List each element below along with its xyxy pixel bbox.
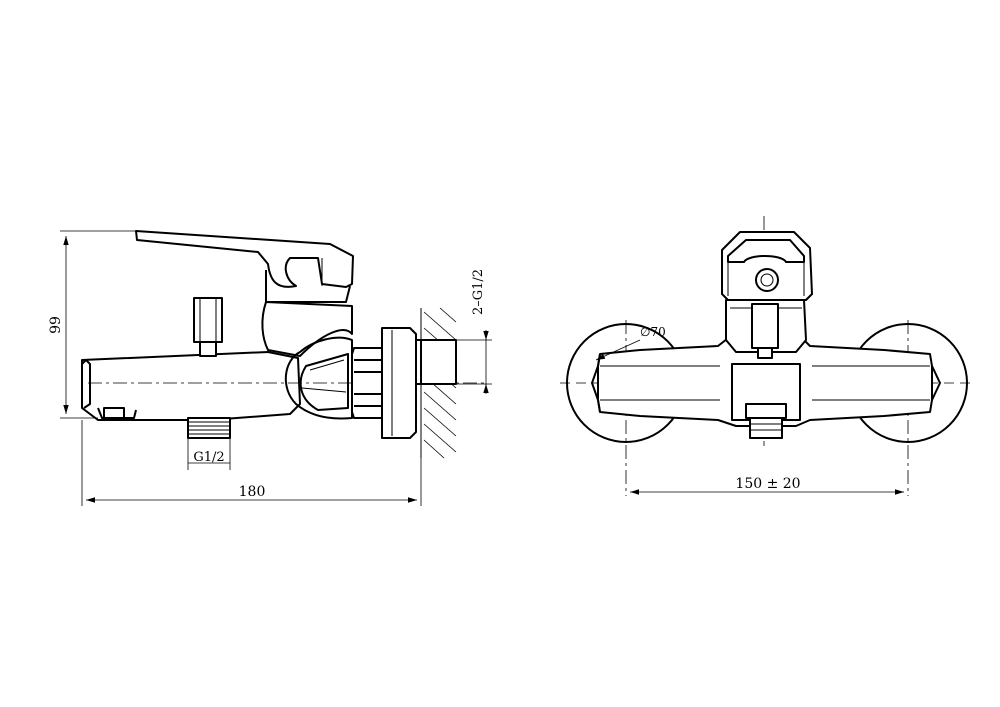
- flange-diameter-label: ∅70: [640, 325, 666, 339]
- side-view: 99 180 2–G1/2 G1/2: [48, 230, 492, 506]
- wall-flange: [381, 327, 417, 439]
- front-view: ∅70 150 ± 20: [560, 216, 970, 496]
- mixer-body: [261, 301, 353, 420]
- spout: [81, 351, 301, 421]
- lever-handle: [135, 230, 354, 303]
- lever-head-front: [721, 231, 813, 301]
- center-distance-label: 150 ± 20: [735, 476, 800, 492]
- diverter-knob-front: [751, 303, 779, 359]
- height-dimension-label: 99: [48, 316, 64, 334]
- outlet-thread-label: G1/2: [193, 450, 224, 465]
- length-dimension-label: 180: [239, 484, 266, 500]
- outlet-front: [745, 403, 787, 439]
- inlet-pipe: [415, 339, 457, 385]
- diverter-knob: [193, 297, 223, 357]
- inlet-thread-label: 2–G1/2: [471, 269, 486, 315]
- outlet-thread: [187, 417, 231, 470]
